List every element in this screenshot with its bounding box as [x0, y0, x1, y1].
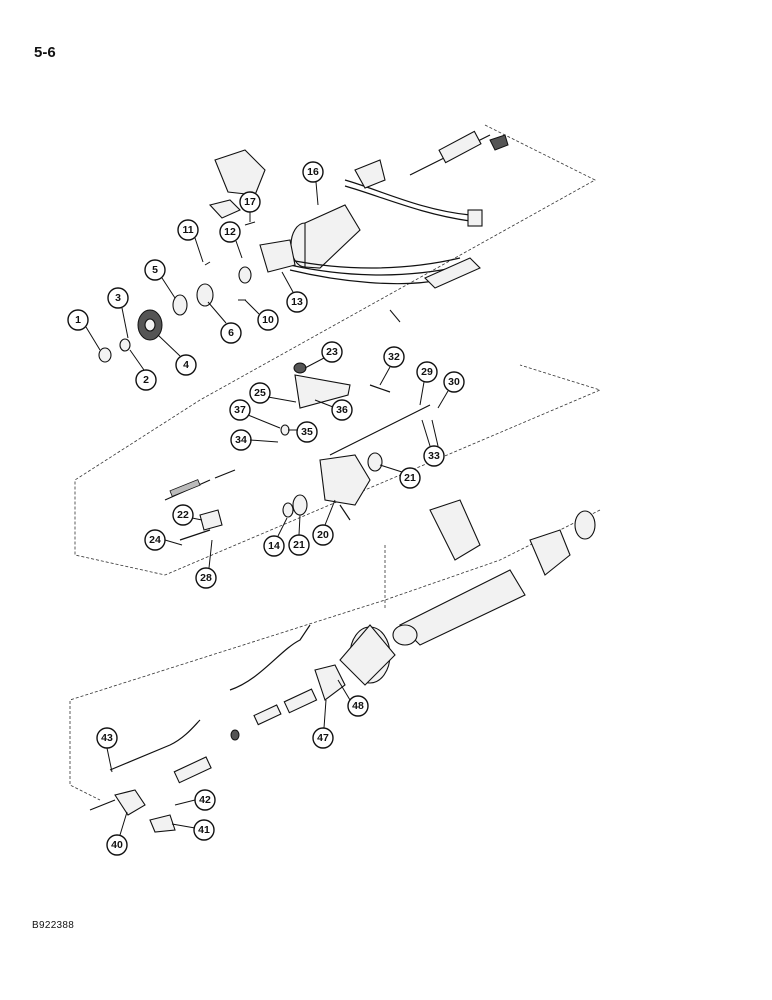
- middle-assembly: [164, 362, 431, 541]
- callout-21-left: 21: [288, 534, 310, 556]
- svg-text:35: 35: [301, 426, 313, 438]
- callout-47: 47: [312, 727, 334, 749]
- callout-32: 32: [383, 346, 405, 368]
- callout-1: 1: [67, 309, 89, 331]
- leader-lines: [85, 181, 449, 836]
- svg-text:11: 11: [182, 224, 193, 236]
- callout-6: 6: [220, 322, 242, 344]
- svg-text:29: 29: [421, 366, 433, 378]
- callout-2: 2: [135, 369, 157, 391]
- svg-text:1: 1: [75, 314, 81, 326]
- lower-assembly: [89, 499, 596, 833]
- svg-text:21: 21: [293, 539, 305, 551]
- callout-16: 16: [302, 161, 324, 183]
- callout-11: 11: [177, 219, 199, 241]
- page-number: 5-6: [34, 44, 56, 61]
- callout-40: 40: [106, 834, 128, 856]
- svg-text:2: 2: [143, 374, 149, 386]
- svg-text:42: 42: [199, 794, 211, 806]
- svg-text:14: 14: [268, 540, 280, 552]
- callout-5: 5: [144, 259, 166, 281]
- callout-12: 12: [219, 221, 241, 243]
- callout-41: 41: [193, 819, 215, 841]
- svg-text:33: 33: [428, 450, 440, 462]
- callout-14: 14: [263, 535, 285, 557]
- svg-text:25: 25: [254, 387, 266, 399]
- svg-text:22: 22: [177, 509, 189, 521]
- svg-text:43: 43: [101, 732, 113, 744]
- svg-text:36: 36: [336, 404, 348, 416]
- svg-text:47: 47: [317, 732, 329, 744]
- callout-48: 48: [347, 695, 369, 717]
- callout-37: 37: [229, 399, 251, 421]
- svg-text:6: 6: [228, 327, 234, 339]
- callout-36: 36: [331, 399, 353, 421]
- svg-text:16: 16: [307, 166, 319, 178]
- callout-29: 29: [416, 361, 438, 383]
- callout-4: 4: [175, 354, 197, 376]
- svg-text:40: 40: [111, 839, 123, 851]
- callout-23: 23: [321, 341, 343, 363]
- callout-30: 30: [443, 371, 465, 393]
- svg-text:28: 28: [200, 572, 212, 584]
- svg-text:4: 4: [183, 359, 189, 371]
- callout-20: 20: [312, 524, 334, 546]
- callout-25: 25: [249, 382, 271, 404]
- svg-text:17: 17: [244, 196, 256, 208]
- callout-13: 13: [286, 291, 308, 313]
- svg-text:21: 21: [404, 472, 416, 484]
- callout-17: 17: [239, 191, 261, 213]
- callout-34: 34: [230, 429, 252, 451]
- svg-text:34: 34: [235, 434, 247, 446]
- callout-22: 22: [172, 504, 194, 526]
- svg-text:3: 3: [115, 292, 121, 304]
- assembly-frames: [69, 124, 602, 801]
- callout-35: 35: [296, 421, 318, 443]
- callout-42: 42: [194, 789, 216, 811]
- callout-10: 10: [257, 309, 279, 331]
- svg-text:48: 48: [352, 700, 364, 712]
- callout-33: 33: [423, 445, 445, 467]
- svg-text:20: 20: [317, 529, 329, 541]
- callout-24: 24: [144, 529, 166, 551]
- svg-text:24: 24: [149, 534, 161, 546]
- svg-text:37: 37: [234, 404, 246, 416]
- figure-id: B922388: [32, 920, 75, 931]
- svg-text:5: 5: [152, 264, 158, 276]
- callout-43: 43: [96, 727, 118, 749]
- svg-text:32: 32: [388, 351, 400, 363]
- callout-3: 3: [107, 287, 129, 309]
- svg-text:13: 13: [291, 296, 303, 308]
- upper-assembly: [98, 130, 509, 363]
- svg-text:23: 23: [326, 346, 338, 358]
- svg-text:12: 12: [224, 226, 236, 238]
- callout-28: 28: [195, 567, 217, 589]
- callout-21-right: 21: [399, 467, 421, 489]
- svg-text:30: 30: [448, 376, 460, 388]
- svg-text:10: 10: [262, 314, 274, 326]
- svg-text:41: 41: [198, 824, 210, 836]
